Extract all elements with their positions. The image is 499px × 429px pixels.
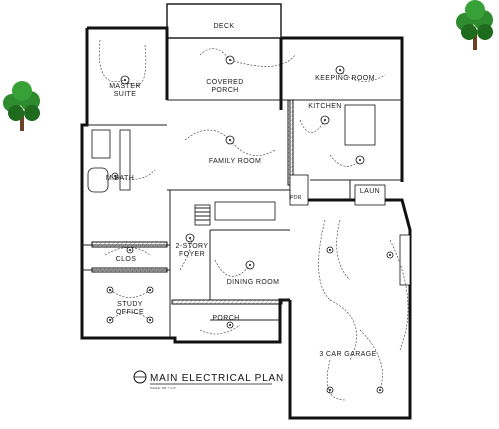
light-fixtures (106, 55, 394, 394)
room-label-master-suite: MASTER (109, 83, 141, 90)
light-fixture-icon (185, 233, 195, 243)
section-marker-icon (133, 370, 147, 384)
fixtures (87, 104, 411, 286)
tree-icon (456, 0, 493, 50)
hatched-walls (91, 99, 294, 305)
light-fixture-icon (226, 321, 234, 329)
plan-scale-note: SCALE: 1/8" = 1'-0" (150, 386, 176, 390)
room-label-mbath: M.BATH (106, 175, 134, 182)
room-label-porch: PORCH (212, 315, 239, 322)
tree-icon (3, 81, 40, 131)
room-label-study-office-2: OFFICE (116, 309, 144, 316)
room-label-covered-porch: COVERED (206, 79, 243, 86)
room-label-foyer: 2-STORY (176, 243, 209, 250)
room-label-clos: CLOS (116, 256, 137, 263)
room-label-dining-room: DINING ROOM (227, 279, 280, 286)
room-label-laun: LAUN (360, 188, 380, 195)
room-label-master-suite-2: SUITE (114, 91, 137, 98)
room-label-deck: DECK (213, 23, 234, 30)
room-label-pdr: PDR (290, 195, 302, 201)
room-label-garage: 3 CAR GARAGE (319, 351, 376, 358)
plan-title: MAIN ELECTRICAL PLAN (150, 373, 284, 384)
room-labels: DECK MASTER SUITE COVERED PORCH KEEPING … (106, 23, 380, 358)
light-fixture-icon (386, 251, 394, 259)
room-label-keeping-room: KEEPING ROOM (315, 75, 375, 82)
light-fixture-icon (126, 246, 134, 254)
room-label-foyer-2: FOYER (179, 251, 205, 258)
room-label-family-room: FAMILY ROOM (209, 158, 261, 165)
room-label-covered-porch-2: PORCH (211, 87, 238, 94)
wiring-runs (99, 39, 409, 401)
room-label-kitchen: KITCHEN (308, 103, 342, 110)
plan-title-block: MAIN ELECTRICAL PLAN SCALE: 1/8" = 1'-0" (133, 370, 284, 390)
light-fixture-icon (326, 246, 334, 254)
room-label-study-office: STUDY (117, 301, 143, 308)
